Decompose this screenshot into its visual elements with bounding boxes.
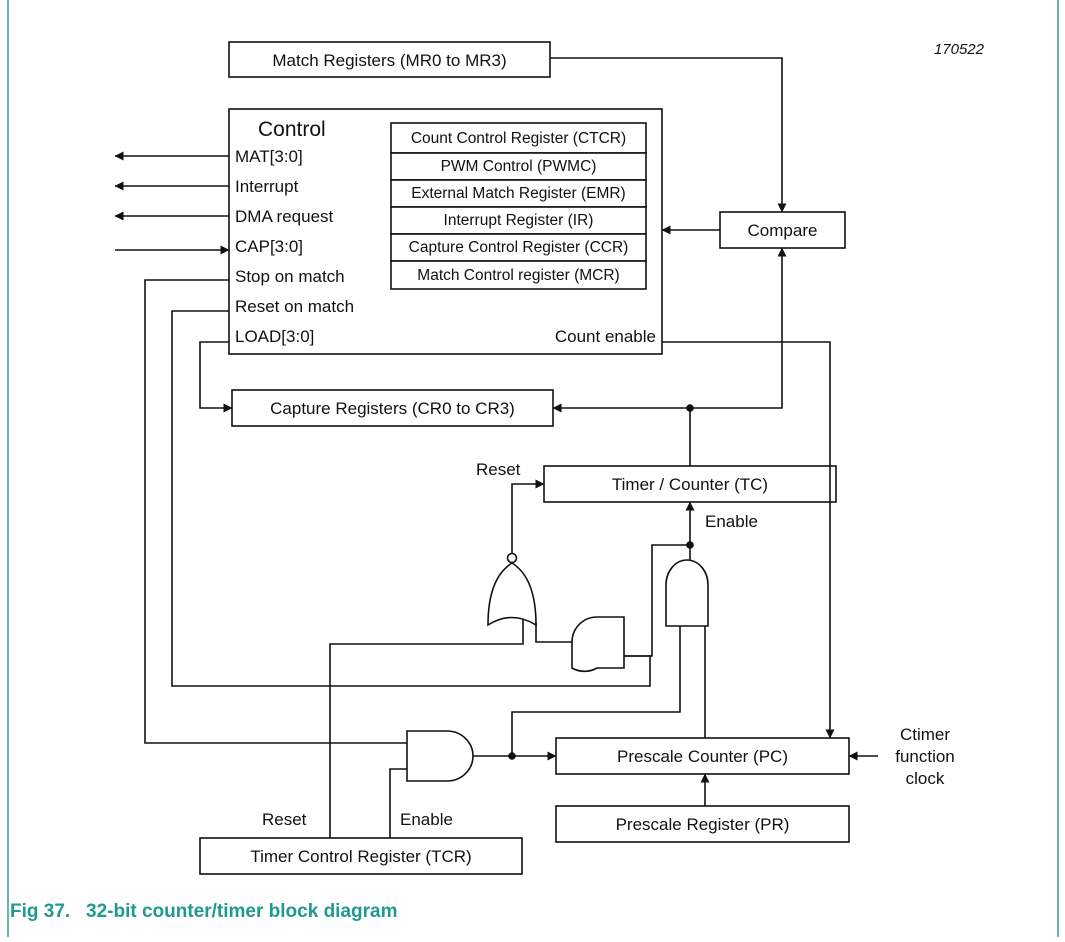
tcr-reset-label: Reset	[262, 810, 307, 829]
clock-label-line3: clock	[906, 769, 945, 788]
ir-label: Interrupt Register (IR)	[444, 212, 594, 229]
control-title: Control	[258, 118, 326, 141]
mcr-box	[390, 260, 647, 290]
match-registers-box	[228, 41, 551, 78]
and-gate-bottom	[406, 730, 474, 782]
prescale-register-box	[555, 805, 850, 843]
enable-feedback-line	[624, 544, 690, 657]
junction-dot	[686, 541, 694, 549]
match-to-compare-line	[550, 57, 787, 213]
timer-counter-label: Timer / Counter (TC)	[612, 475, 768, 494]
ccr-box	[390, 233, 647, 262]
prescale-register-label: Prescale Register (PR)	[616, 815, 790, 834]
nor-gate-reset	[487, 562, 537, 627]
ctcr-box	[390, 122, 647, 154]
and-gate-reset	[571, 616, 625, 673]
interrupt-signal-label: Interrupt	[235, 177, 299, 196]
tcr-enable-line	[389, 768, 407, 838]
ccr-label: Capture Control Register (CCR)	[409, 239, 629, 256]
nor-gate-bubble	[506, 552, 518, 564]
emr-box	[390, 179, 647, 208]
and-to-nor-line	[535, 622, 572, 643]
timer-control-register-box	[199, 837, 523, 875]
junction-dot	[508, 752, 516, 760]
tc-to-capture-line	[552, 403, 691, 466]
timer-control-register-label: Timer Control Register (TCR)	[250, 847, 471, 866]
junction-dot	[686, 404, 694, 412]
tc-enable-label: Enable	[705, 512, 758, 531]
count-enable-label: Count enable	[555, 327, 656, 346]
stop-on-match-line	[144, 279, 407, 744]
clock-label-line1: Ctimer	[900, 725, 950, 744]
figure-id: 170522	[934, 41, 985, 58]
stop-on-match-label: Stop on match	[235, 267, 345, 286]
and-to-enable-gate-line	[511, 626, 681, 756]
dma-request-signal-label: DMA request	[235, 207, 334, 226]
cap-signal-label: CAP[3:0]	[235, 237, 303, 256]
reset-on-match-label: Reset on match	[235, 297, 354, 316]
ir-box	[390, 206, 647, 235]
count-enable-line	[662, 341, 835, 739]
figure-caption: Fig 37. 32-bit counter/timer block diagr…	[10, 901, 397, 922]
clock-label-line2: function	[895, 747, 955, 766]
load-signal-label: LOAD[3:0]	[235, 327, 314, 346]
compare-label: Compare	[748, 221, 818, 240]
pwmc-label: PWM Control (PWMC)	[441, 158, 597, 175]
tc-reset-label: Reset	[476, 460, 521, 479]
mat-signal-label: MAT[3:0]	[235, 147, 303, 166]
nor-to-tc-reset-line	[511, 479, 545, 553]
mcr-label: Match Control register (MCR)	[417, 267, 619, 284]
emr-label: External Match Register (EMR)	[411, 185, 625, 202]
prescale-counter-label: Prescale Counter (PC)	[617, 747, 788, 766]
pwmc-box	[390, 152, 647, 181]
timer-counter-box	[543, 465, 837, 503]
tcr-enable-label: Enable	[400, 810, 453, 829]
capture-registers-label: Capture Registers (CR0 to CR3)	[270, 399, 515, 418]
ctcr-label: Count Control Register (CTCR)	[411, 130, 626, 147]
and-gate-enable	[665, 559, 709, 627]
tc-to-compare-line	[690, 247, 787, 409]
match-registers-label: Match Registers (MR0 to MR3)	[272, 51, 506, 70]
load-to-capture-line	[199, 341, 233, 413]
tcr-reset-line	[329, 619, 524, 838]
control-register-stack: Count Control Register (CTCR) PWM Contro…	[390, 122, 647, 290]
